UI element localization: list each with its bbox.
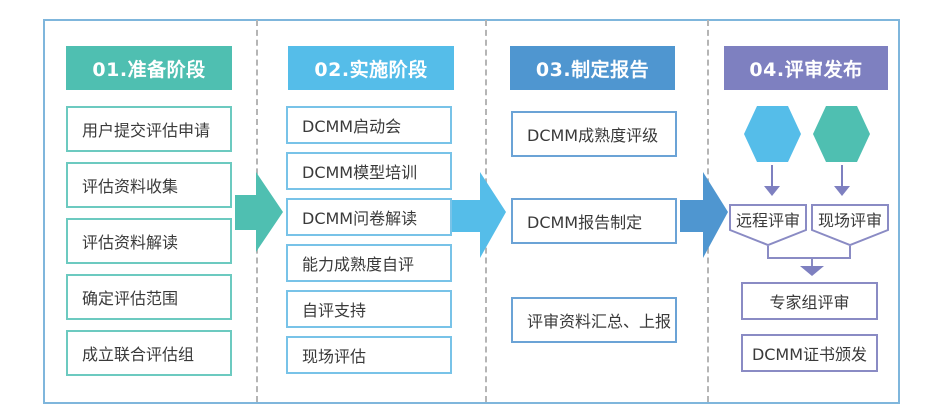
stage-2-step: DCMM模型培训 [286,152,452,190]
pentagon-remote-review [729,204,807,247]
arrow-head-onsite [834,186,850,196]
stage-4-step: DCMM证书颁发 [741,334,878,372]
stage-2-step: DCMM启动会 [286,106,452,144]
onsite-review-label: 现场评审 [817,211,882,230]
stage-4-header: 04.评审发布 [724,46,888,90]
remote-review-label: 远程评审 [735,211,800,230]
stage-3-step: DCMM成熟度评级 [511,111,677,157]
stage-2-step: DCMM问卷解读 [286,198,452,236]
merge-arrow-head [800,266,824,276]
arrow-stage3-to-4 [680,172,728,258]
stage-3-header: 03.制定报告 [510,46,675,90]
stage-1-step: 评估资料解读 [66,218,232,264]
pentagon-onsite-review [811,204,889,247]
stage-2-header: 02.实施阶段 [288,46,454,90]
arrow-head-remote [764,186,780,196]
stage-1-step: 用户提交评估申请 [66,106,232,152]
stage-1-step: 评估资料收集 [66,162,232,208]
hexagon-teal-icon [813,106,870,162]
stage-3-step: DCMM报告制定 [511,198,677,244]
merge-connector [767,246,851,259]
stage-2-step: 能力成熟度自评 [286,244,452,282]
stage-1-step: 确定评估范围 [66,274,232,320]
stage-1-step: 成立联合评估组 [66,330,232,376]
stage-1-header: 01.准备阶段 [66,46,232,90]
stage-2-step: 现场评估 [286,336,452,374]
arrow-stage1-to-2 [235,172,283,252]
stage-3-step: 评审资料汇总、上报 [511,297,677,343]
stage-2-step: 自评支持 [286,290,452,328]
hexagon-blue-icon [744,106,801,162]
arrow-stage2-to-3 [452,172,506,258]
stage-4-step: 专家组评审 [741,282,878,320]
